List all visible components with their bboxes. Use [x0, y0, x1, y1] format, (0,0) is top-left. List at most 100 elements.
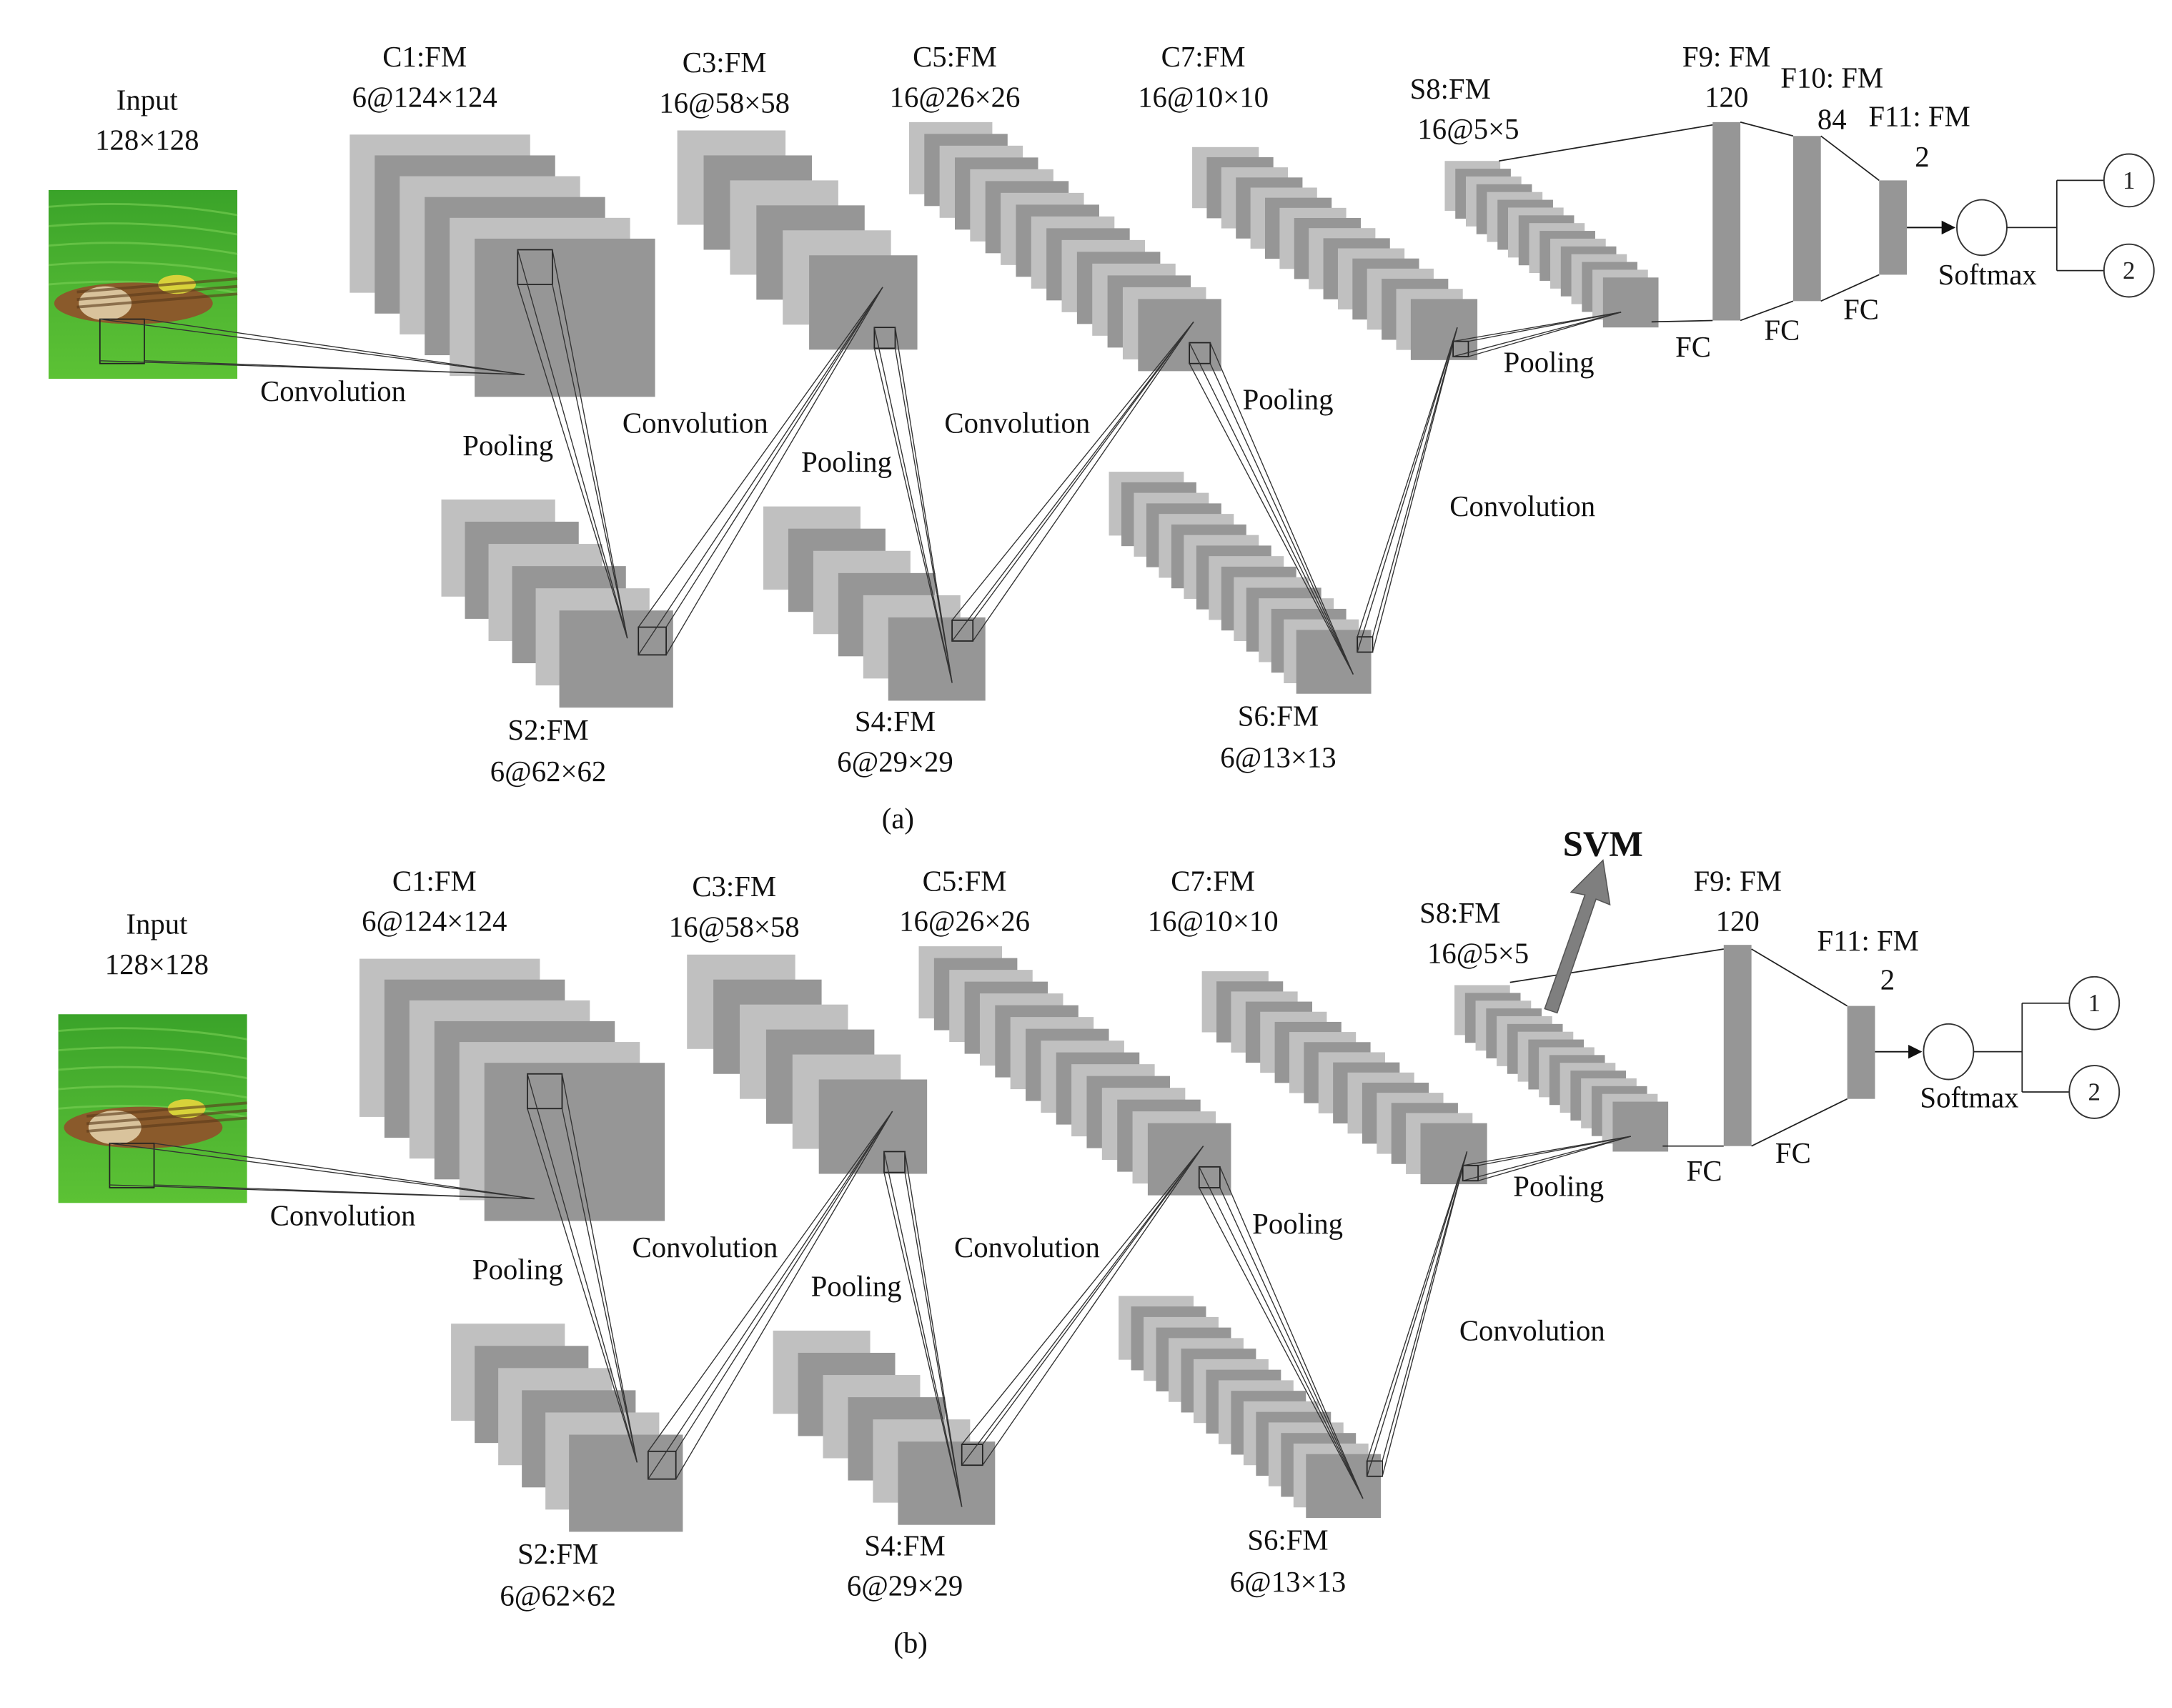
softmax-label: Softmax [1938, 259, 2037, 291]
conv3-label: Convolution [954, 1231, 1100, 1263]
s4-kernel-window [951, 619, 974, 642]
f11-units: 2 [1880, 963, 1895, 995]
fc1-label: FC [1675, 331, 1711, 363]
fc1-label: FC [1687, 1155, 1722, 1187]
fc3-label: FC [1843, 294, 1879, 326]
connection-line [1382, 1151, 1468, 1461]
s2-title: S2:FM [517, 1538, 598, 1570]
pool3-label: Pooling [1243, 384, 1334, 416]
connection-line [951, 322, 1194, 642]
s6-feature-maps [1109, 472, 1372, 694]
connection-line [1499, 124, 1713, 162]
s8-size: 16@5×5 [1417, 113, 1519, 145]
c7-feature-maps [1201, 971, 1487, 1185]
s8-feature-maps [1454, 985, 1669, 1152]
feature-map [1138, 299, 1221, 372]
connection-line [1357, 327, 1458, 652]
f11-units: 2 [1915, 141, 1929, 173]
c3-kernel-window [883, 1151, 906, 1173]
feature-map [1296, 630, 1372, 694]
connection-line [648, 1111, 893, 1480]
output-class-2-node [2103, 243, 2155, 298]
panel-b: Input128×128C1:FM6@124×124ConvolutionPoo… [58, 824, 2121, 1659]
s8-size: 16@5×5 [1427, 937, 1529, 969]
softmax-label: Softmax [1920, 1081, 2018, 1113]
feature-map [484, 1063, 665, 1221]
f10-units: 84 [1818, 104, 1847, 136]
panel-a: Input128×128C1:FM6@124×124ConvolutionPoo… [48, 41, 2155, 835]
c7-kernel-window [1462, 1164, 1479, 1182]
pool2-label: Pooling [801, 446, 892, 478]
conv4-projection [1367, 1151, 1468, 1476]
conv3-projection [961, 1146, 1204, 1466]
s2-title: S2:FM [507, 714, 588, 746]
connection-line [144, 318, 525, 375]
panel-caption-a: (a) [882, 803, 914, 835]
connection-line [154, 1143, 535, 1200]
svm-label: SVM [1563, 824, 1643, 864]
input-leaf-image [58, 1014, 247, 1203]
softmax-node [1956, 199, 2008, 257]
connection-line [961, 1146, 1204, 1466]
connection-line [665, 287, 883, 627]
connection-line [873, 348, 953, 683]
c7-feature-maps [1192, 147, 1478, 360]
connection-line [1367, 1151, 1468, 1476]
f10-title: F10: FM [1780, 61, 1883, 94]
input-size: 128×128 [105, 948, 209, 980]
f9-title: F9: FM [1682, 41, 1771, 73]
connection-line [982, 1146, 1204, 1466]
f11-layer-bar [1879, 180, 1908, 275]
input-leaf-image [48, 189, 238, 379]
connection-line [638, 287, 883, 627]
leaf-vein [58, 1066, 247, 1079]
f11-layer-bar [1847, 1006, 1875, 1099]
f9-units: 120 [1705, 81, 1748, 113]
conv2-label: Convolution [623, 407, 768, 440]
leaf-vein [58, 1085, 247, 1099]
c1-title: C1:FM [392, 865, 477, 897]
conv1-projection [109, 1143, 535, 1200]
s8-title: S8:FM [1419, 897, 1500, 929]
softmax-node [1923, 1023, 1975, 1081]
conv4-label: Convolution [1449, 490, 1595, 522]
f10-layer-bar [1792, 136, 1821, 302]
input-size: 128×128 [95, 124, 199, 157]
s6-kernel-window [1357, 636, 1374, 653]
feature-map [475, 238, 655, 397]
connection-line [99, 318, 525, 375]
lesion-streak [76, 284, 238, 302]
f9-layer-bar [1723, 945, 1752, 1146]
connection-line [1199, 1187, 1364, 1499]
pool4-projection [1452, 312, 1622, 357]
s4-size: 6@29×29 [837, 745, 953, 778]
connection-line [883, 1172, 963, 1507]
connection-line [109, 1143, 535, 1200]
s4-title: S4:FM [855, 705, 936, 738]
connection-line [675, 1111, 893, 1479]
feature-map [1602, 277, 1659, 328]
connection-line [561, 1108, 638, 1463]
connection-line [665, 287, 883, 655]
c1-kernel-window [517, 249, 553, 285]
leaf-vein [58, 1027, 247, 1041]
s6-size: 6@13×13 [1230, 1566, 1346, 1598]
s4-feature-maps [763, 506, 986, 701]
conv1-projection [99, 318, 525, 375]
pool3-projection [1199, 1166, 1364, 1499]
pool1-label: Pooling [462, 430, 553, 462]
s2-size: 6@62×62 [500, 1579, 615, 1612]
connection-line [1820, 135, 1880, 182]
connection-line [1509, 948, 1724, 983]
connection-line [883, 1151, 963, 1507]
c5-size: 16@26×26 [890, 81, 1021, 113]
connection-line [1209, 363, 1354, 675]
conv3-label: Convolution [944, 407, 1090, 440]
conv4-projection [1357, 327, 1458, 652]
c3-size: 16@58×58 [669, 911, 800, 943]
s6-kernel-window [1366, 1460, 1383, 1477]
connection-line [1219, 1166, 1364, 1499]
svm-branch: SVM [1544, 824, 1643, 1014]
leaf-vein [48, 261, 238, 274]
